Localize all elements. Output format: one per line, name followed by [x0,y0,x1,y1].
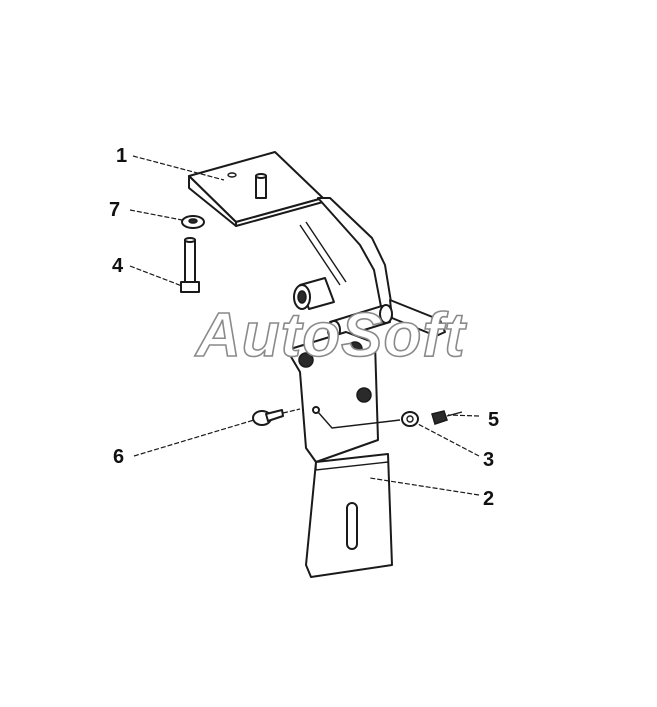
leader-line-2 [369,477,480,496]
leader-line-5 [447,414,480,417]
leader-line-4 [129,265,183,287]
pedal-lever [299,197,446,337]
callout-7: 7 [109,199,120,221]
pedal-pad [188,151,324,227]
callout-4: 4 [112,255,124,277]
assembly-line [317,411,401,429]
mounting-bracket [286,331,393,578]
callout-3: 3 [483,449,494,471]
callout-6: 6 [113,446,124,468]
pivot-shaft [327,304,393,340]
leader-line-7 [129,209,183,221]
leader-line-3 [417,423,480,457]
assembly-line-screw [282,408,301,414]
leader-line-6 [133,419,255,457]
callout-1: 1 [116,145,127,167]
callout-2: 2 [483,488,494,510]
roller-bushing [293,277,335,310]
bolt [180,237,200,293]
leader-line-1 [132,155,225,181]
screw [252,409,284,426]
callout-5: 5 [488,409,499,431]
watermark: AutoSoft [194,301,467,370]
flat-washer [401,411,419,427]
washer [181,215,205,229]
nut [431,410,463,425]
